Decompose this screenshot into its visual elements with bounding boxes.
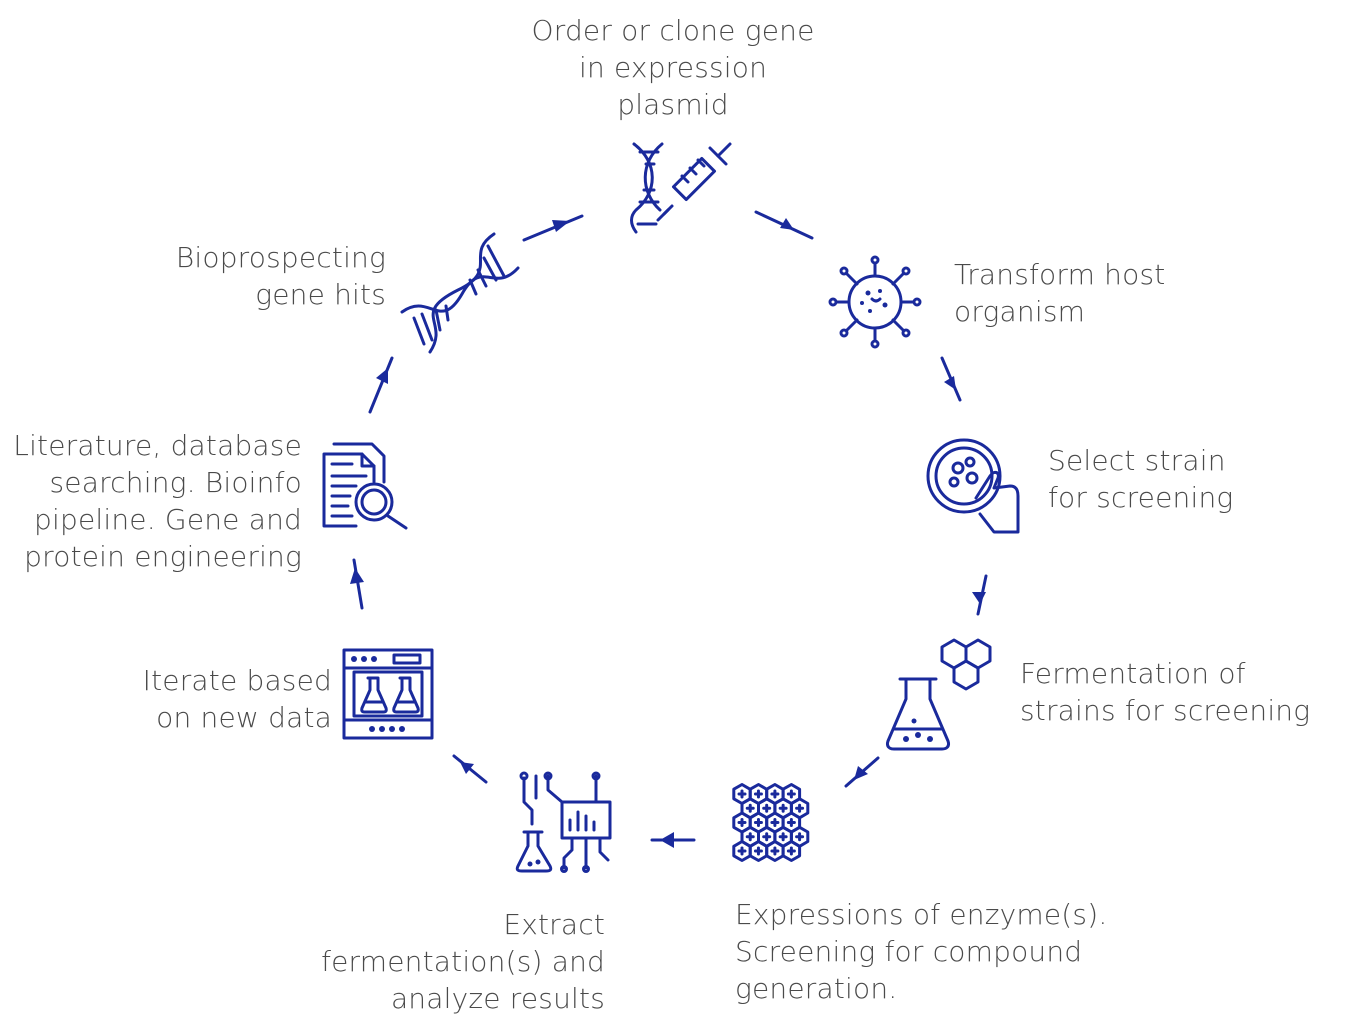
arrow-extract-to-iterate — [452, 754, 488, 784]
step-label-transform: Transform host organism — [954, 258, 1166, 328]
petri-dish-icon — [924, 436, 1022, 534]
step-label-iterate: Iterate based on new data — [142, 664, 332, 734]
step-label-literature: Literature, database searching. Bioinfo … — [13, 429, 302, 573]
arrow-order-to-transform — [752, 208, 816, 242]
document-search-icon — [322, 442, 410, 532]
step-label-express: Expressions of enzyme(s). Screening for … — [735, 898, 1108, 1005]
arrow-literature-to-bioprospect — [366, 356, 396, 414]
step-label-order: Order or clone gene in expression plasmi… — [531, 14, 815, 121]
arrow-bioprospect-to-order — [522, 212, 584, 242]
flask-molecule-icon — [884, 637, 994, 753]
lab-analysis-icon — [515, 771, 612, 873]
arrow-express-to-extract — [650, 830, 696, 850]
step-label-bioprospect: Bioprospecting gene hits — [175, 241, 386, 311]
arrow-select-to-ferment — [968, 574, 992, 616]
hexagon-grid-icon — [732, 783, 816, 868]
arrow-transform-to-select — [936, 356, 966, 404]
dna-syringe-icon — [628, 140, 734, 236]
arrow-iterate-to-literature — [348, 558, 368, 610]
arrow-ferment-to-express — [842, 756, 882, 790]
incubator-icon — [342, 648, 434, 740]
step-label-select: Select strain for screening — [1048, 444, 1234, 514]
step-label-extract: Extract fermentation(s) and analyze resu… — [321, 908, 605, 1015]
microorganism-icon — [828, 255, 922, 349]
dna-helix-icon — [400, 232, 522, 354]
step-label-ferment: Fermentation of strains for screening — [1020, 657, 1311, 727]
